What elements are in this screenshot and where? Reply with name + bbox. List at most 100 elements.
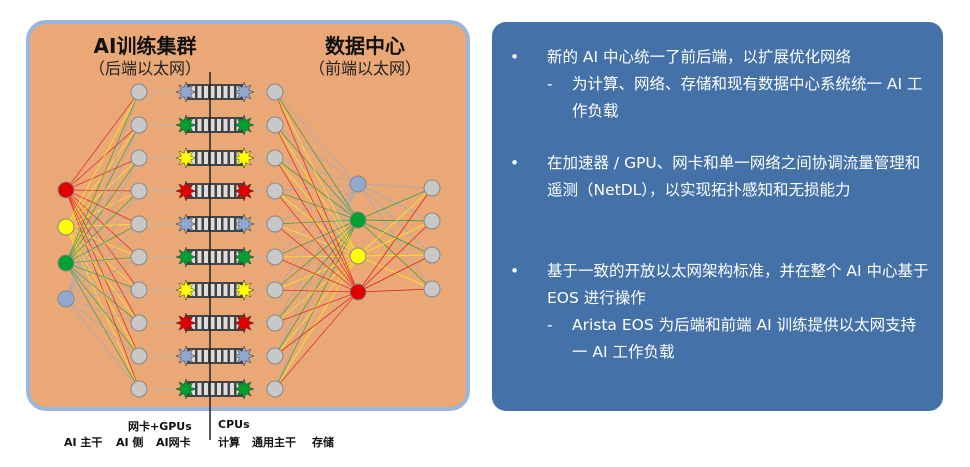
gpu-slot [230,218,234,230]
link-line [274,219,359,291]
gpu-slot [223,317,228,329]
bullet-1-text: 新的 AI 中心统一了前后端，以扩展优化网络 [547,48,852,66]
gpu-star-icon [233,378,255,400]
link-line [65,124,140,264]
compute-node [266,248,284,266]
link-line [357,187,433,221]
gpu-slot [230,152,234,164]
link-line [65,262,140,390]
bullet-1-sub-text: 为计算、网络、存储和现有数据中心系统统一 AI 工作负载 [572,75,923,120]
dash: - [547,75,553,93]
link-line [357,255,433,290]
link-line [274,124,359,257]
gpu-star-icon [233,114,255,136]
link-line [357,254,433,257]
link-line [357,219,433,290]
ai-spine-node [57,254,75,272]
link-line [65,262,140,291]
gpu-slot [197,86,202,98]
gpu-slot [204,284,208,296]
network-diagram [26,20,470,440]
ai-leaf-node [130,83,148,101]
link-line [65,189,140,291]
link-line [274,223,359,257]
gpu-slot [210,383,215,395]
link-line [357,187,433,293]
link-line [274,183,359,291]
link-line [274,91,359,185]
bullet-3-text: 基于一致的开放以太网架构标准，并在整个 AI 中心基于 EOS 进行操作 [547,262,929,307]
gpu-star-icon [233,312,255,334]
gpu-star-icon [175,114,197,136]
gpu-slot [197,383,202,395]
ai-leaf-node [130,281,148,299]
storage-node [423,179,441,197]
gpu-slot [230,350,234,362]
link-line [65,190,140,264]
gpu-slot [204,317,208,329]
link-line [274,255,359,291]
link-line [65,226,140,357]
link-line [65,189,140,357]
gpu-slot [217,152,221,164]
gpu-slot [217,119,221,131]
gpu-slot [230,185,234,197]
ai-leaf-node [130,380,148,398]
link-line [357,288,433,293]
link-line [65,226,140,390]
gpu-slot [217,185,221,197]
gpu-slot [210,86,215,98]
link-line [274,91,359,257]
gpu-slot [223,185,228,197]
label-nic-gpus: 网卡+GPUs [128,420,192,433]
gpu-slot [230,383,234,395]
link-line [65,124,140,228]
gpu-star-icon [233,213,255,235]
gpu-slot [217,86,221,98]
label-general-spine: 通用主干 [252,436,296,449]
ai-leaf-node [130,215,148,233]
gpu-slot [230,284,234,296]
link-line [274,190,359,221]
link-line [357,219,433,222]
compute-node [266,116,284,134]
link-line [65,298,140,357]
link-line [274,157,359,293]
gpu-slot [230,119,234,131]
link-line [274,291,359,324]
link-line [65,223,140,264]
gpu-slot [230,317,234,329]
gpu-slot [223,350,228,362]
storage-node [423,212,441,230]
gpu-slot [210,350,215,362]
link-line [274,256,359,293]
gpu-slot [210,119,215,131]
gpu-star-icon [175,378,197,400]
compute-node [266,281,284,299]
link-line [65,256,140,264]
bullet-3: • 基于一致的开放以太网架构标准，并在整个 AI 中心基于 EOS 进行操作 -… [510,258,929,366]
gpu-slot [210,185,215,197]
link-line [65,157,140,300]
link-line [65,262,140,357]
ai-spine-node [57,181,75,199]
link-line [357,254,433,293]
link-line [274,91,359,293]
link-line [65,223,140,300]
link-line [274,190,359,293]
link-line [65,189,140,324]
gpu-slot [217,218,221,230]
link-line [65,226,140,258]
link-line [65,223,140,228]
label-cpus: CPUs [218,418,250,431]
gpu-star-icon [233,81,255,103]
link-line [65,157,140,228]
gpu-slot [230,251,234,263]
compute-node [266,347,284,365]
link-line [274,255,359,324]
gpu-slot [223,284,228,296]
gpu-slot [197,317,202,329]
compute-node [266,83,284,101]
gpu-slot [217,284,221,296]
compute-node [266,215,284,233]
